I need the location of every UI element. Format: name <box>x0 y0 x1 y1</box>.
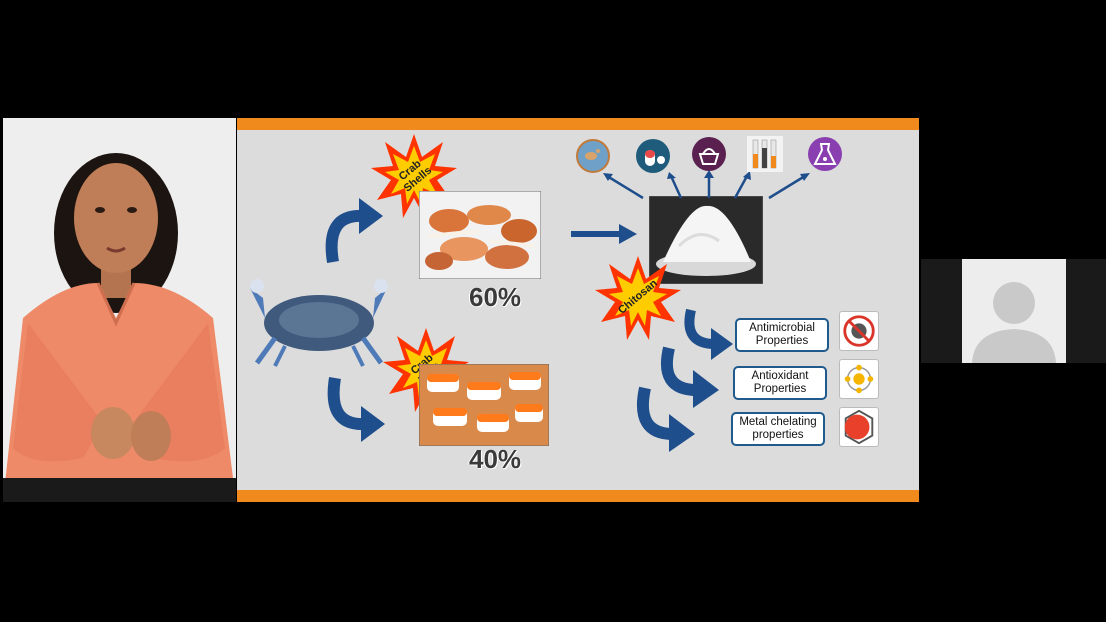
arrow-to-metal-chelating <box>636 386 695 452</box>
arrow-to-antioxidant <box>660 346 719 408</box>
crab-image <box>250 279 388 367</box>
crab-shells-badge: Crab Shells <box>371 132 457 218</box>
participant-avatar-tile[interactable] <box>962 259 1066 363</box>
arrow-to-shells <box>325 198 383 263</box>
molecule-icon <box>839 359 879 399</box>
arrow-to-antimicrobial <box>684 308 733 360</box>
red-sphere-icon <box>839 407 879 447</box>
lab-flask-icon <box>808 137 842 171</box>
arrow-to-chitosan <box>571 224 637 244</box>
test-tubes-icon <box>747 136 783 172</box>
crab-shells-photo <box>419 191 541 279</box>
metal-chelating-properties-box: Metal chelating properties <box>731 412 825 446</box>
chitosan-badge: Chitosan <box>595 254 681 340</box>
antimicrobial-properties-box: Antimicrobial Properties <box>735 318 829 352</box>
chitosan-powder-photo <box>649 196 763 284</box>
meat-percent: 40% <box>469 444 522 474</box>
arrows-to-applications <box>603 170 810 200</box>
antioxidant-properties-box: Antioxidant Properties <box>733 366 827 400</box>
avatar-placeholder-icon <box>962 259 1066 363</box>
food-basket-icon <box>692 137 726 171</box>
presenter-figure <box>3 118 236 502</box>
slide-bottom-bar <box>237 490 919 502</box>
virus-crossed-icon <box>839 311 879 351</box>
arrow-to-meat <box>327 377 385 442</box>
shells-percent: 60% <box>469 282 522 312</box>
crab-meat-photo <box>419 364 549 446</box>
slide-top-bar <box>237 118 919 130</box>
capsule-icon <box>636 139 670 173</box>
presenter-video <box>3 118 236 502</box>
bacteria-icon <box>576 139 610 173</box>
presentation-slide: Crab Shells 60% Crab Meat <box>237 118 919 502</box>
